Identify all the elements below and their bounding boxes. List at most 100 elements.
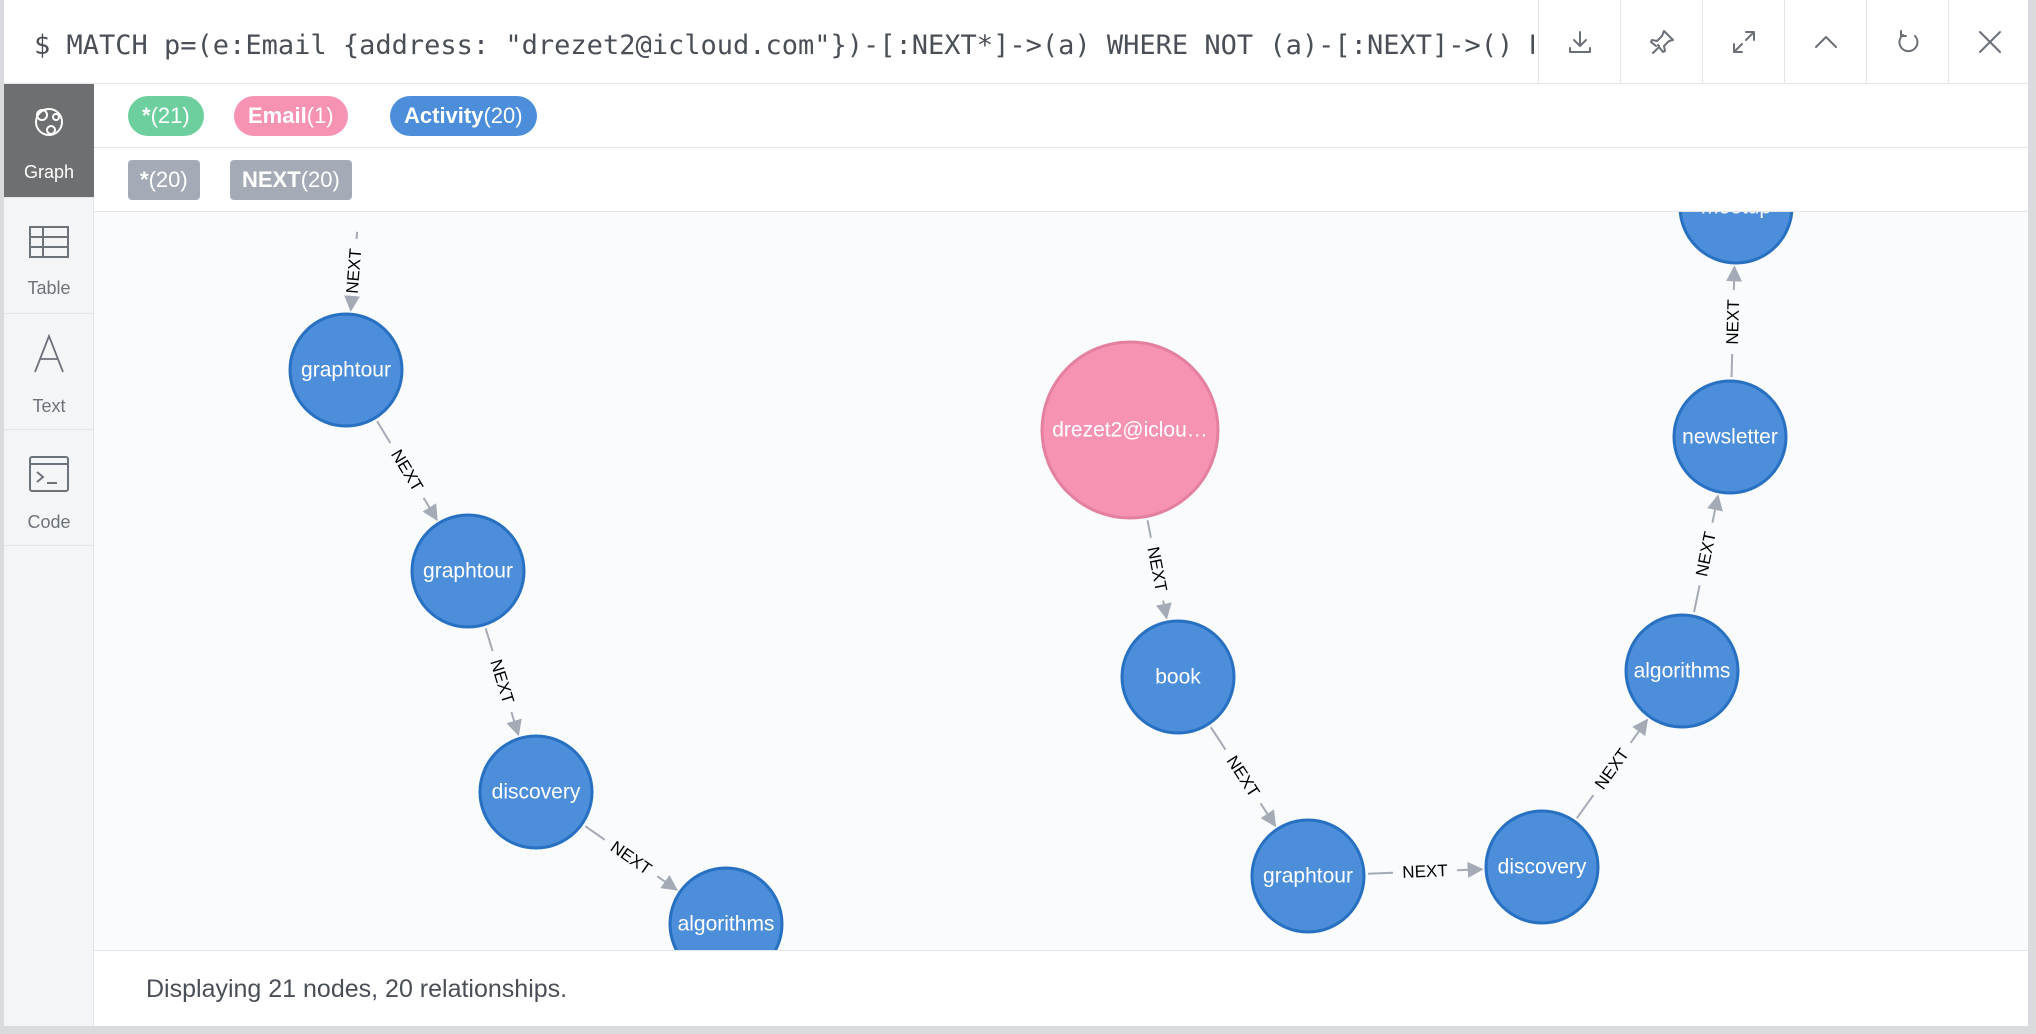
graph-node-activity[interactable]: graphtour: [410, 513, 526, 629]
result-frame: $ MATCH p=(e:Email {address: "drezet2@ic…: [4, 0, 2028, 1026]
expand-button[interactable]: [1702, 0, 1784, 84]
graph-edge[interactable]: NEXT: [343, 231, 366, 312]
edge-arrow-segment: [344, 295, 360, 312]
sidebar-item-label: Graph: [23, 162, 75, 182]
graph-edge[interactable]: NEXT: [1209, 726, 1277, 828]
node-label: book: [1155, 666, 1201, 689]
rerun-icon: [1898, 30, 1918, 53]
legend-reltype-next[interactable]: NEXT(20): [230, 160, 352, 200]
view-sidebar: Graph Table Text Code: [4, 84, 94, 1026]
pin-button[interactable]: [1620, 0, 1702, 84]
edge-line-segment: [584, 825, 606, 841]
node-label: newsletter: [1682, 426, 1778, 449]
graph-node-activity[interactable]: discovery: [478, 734, 594, 850]
node-circle: [1484, 809, 1600, 925]
sidebar-item-table[interactable]: Table: [4, 198, 94, 314]
legend-reltype-all[interactable]: *(20): [128, 160, 200, 200]
node-label: algorithms: [1634, 660, 1731, 683]
edge-label: NEXT: [1591, 745, 1633, 793]
node-circle: [410, 513, 526, 629]
node-circle: [1624, 613, 1740, 729]
graph-edge[interactable]: NEXT: [1723, 265, 1743, 378]
graph-node-activity[interactable]: algorithms: [668, 866, 784, 950]
close-icon: [1978, 31, 2001, 53]
node-label: graphtour: [301, 359, 391, 382]
frame-header: $ MATCH p=(e:Email {address: "drezet2@ic…: [4, 0, 2028, 84]
graph-edge[interactable]: NEXT: [376, 420, 438, 522]
graph-node-activity[interactable]: graphtour: [288, 312, 404, 428]
graph-node-activity[interactable]: discovery: [1484, 809, 1600, 925]
edge-arrow-segment: [1456, 861, 1484, 878]
edge-arrow-segment: [1707, 494, 1723, 523]
graph-edge[interactable]: NEXT: [1692, 494, 1723, 613]
code-icon: [29, 456, 69, 492]
node-circle: [1120, 619, 1236, 735]
edge-label: NEXT: [1223, 752, 1264, 800]
edge-line-segment: [1209, 726, 1227, 751]
sidebar-item-label: Table: [27, 278, 71, 298]
graph-edge[interactable]: NEXT: [484, 628, 522, 737]
graph-node-activity[interactable]: graphtour: [1250, 818, 1366, 934]
edge-arrow-segment: [1259, 802, 1277, 828]
download-button[interactable]: [1538, 0, 1620, 84]
sidebar-item-code[interactable]: Code: [4, 430, 94, 546]
relationship-type-legend: *(20) NEXT(20): [94, 148, 2028, 212]
edge-arrow-segment: [506, 711, 522, 737]
edge-arrow-segment: [1726, 265, 1743, 291]
graph-canvas[interactable]: NEXT NEXT NEXT NEXT NEXT NEXT NEXT NEXT NEXT NEXT…: [94, 212, 2028, 950]
close-button[interactable]: [1948, 0, 2030, 84]
edge-line-segment: [1730, 353, 1734, 378]
sidebar-item-text[interactable]: Text: [4, 314, 94, 430]
node-circle: [1672, 379, 1788, 495]
graph-visualization[interactable]: NEXT NEXT NEXT NEXT NEXT NEXT NEXT NEXT NEXT NEXT…: [94, 212, 2028, 950]
legend-label-email[interactable]: Email(1): [234, 96, 348, 136]
sidebar-item-graph[interactable]: Graph: [4, 84, 94, 198]
edge-arrow-segment: [422, 497, 438, 522]
graph-node-email[interactable]: drezet2@iclou…: [1040, 340, 1220, 520]
node-circle: [1040, 340, 1220, 520]
edge-line-segment: [484, 628, 494, 652]
edge-label: NEXT: [1692, 530, 1720, 578]
edge-line-segment: [1146, 520, 1152, 538]
edge-line-segment: [376, 420, 392, 444]
edge-label: NEXT: [486, 657, 517, 706]
legend-label-activity[interactable]: Activity(20): [390, 96, 537, 136]
status-bar: Displaying 21 nodes, 20 relationships.: [94, 950, 2028, 1026]
collapse-button[interactable]: [1784, 0, 1866, 84]
text-icon: [34, 334, 64, 373]
edge-label: NEXT: [387, 446, 427, 495]
pin-icon: [1649, 30, 1674, 54]
edge-label: NEXT: [607, 837, 655, 878]
graph-node-activity[interactable]: meetup: [1678, 212, 1794, 265]
table-icon: [29, 226, 69, 258]
sidebar-item-label: Text: [32, 396, 66, 416]
download-icon: [1568, 31, 1591, 53]
rerun-button[interactable]: [1866, 0, 1948, 84]
edge-arrow-segment: [1155, 600, 1172, 620]
node-circle: [478, 734, 594, 850]
query-editor[interactable]: $ MATCH p=(e:Email {address: "drezet2@ic…: [34, 30, 1534, 61]
node-circle: [288, 312, 404, 428]
legend-label-all[interactable]: *(21): [128, 96, 204, 136]
chevron-up-icon: [1814, 36, 1837, 48]
edge-label: NEXT: [343, 248, 366, 295]
edge-label: NEXT: [1402, 861, 1448, 882]
edge-label: NEXT: [1143, 545, 1170, 593]
node-circle: [1250, 818, 1366, 934]
edge-line-segment: [1367, 871, 1394, 875]
edge-line-segment: [1693, 585, 1701, 613]
node-circle: [1678, 212, 1794, 265]
graph-icon: [35, 108, 63, 136]
graph-edge[interactable]: NEXT: [1576, 718, 1649, 819]
edge-line-segment: [355, 231, 359, 240]
graph-edge[interactable]: NEXT: [1143, 520, 1172, 620]
graph-node-activity[interactable]: newsletter: [1672, 379, 1788, 495]
node-label: algorithms: [678, 913, 775, 936]
graph-node-activity[interactable]: book: [1120, 619, 1236, 735]
node-label: discovery: [492, 781, 581, 804]
graph-edge[interactable]: NEXT: [584, 825, 679, 891]
node-label-legend: *(21) Email(1) Activity(20): [94, 84, 2028, 148]
edge-arrow-segment: [1629, 718, 1649, 744]
graph-node-activity[interactable]: algorithms: [1624, 613, 1740, 729]
graph-edge[interactable]: NEXT: [1367, 861, 1484, 882]
